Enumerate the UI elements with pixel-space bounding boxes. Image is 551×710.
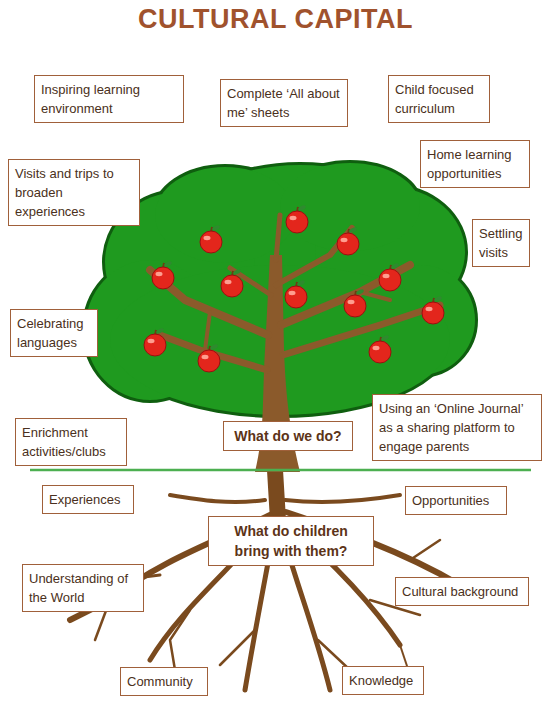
text-box: Cultural background	[395, 577, 529, 606]
branches	[150, 215, 440, 370]
apple	[344, 288, 366, 317]
text-box: Understanding of the World	[22, 564, 144, 612]
text-box: Child focused curriculum	[388, 75, 490, 123]
box-text: Cultural background	[402, 582, 522, 601]
box-text: Community	[127, 672, 201, 691]
box-text: What do we do?	[230, 426, 346, 446]
apple	[200, 224, 222, 253]
root	[170, 610, 190, 670]
text-box: Home learning opportunities	[420, 140, 530, 188]
root	[410, 540, 440, 560]
box-text: Home learning opportunities	[427, 145, 523, 183]
box-text: Visits and trips to broaden experiences	[15, 164, 133, 221]
root	[285, 495, 400, 502]
root	[220, 630, 255, 665]
apple	[369, 334, 391, 363]
text-box: Enrichment activities/clubs	[15, 418, 127, 466]
text-box: Community	[120, 667, 208, 696]
apple	[152, 260, 174, 289]
apple	[379, 262, 401, 291]
box-text: Celebrating languages	[17, 314, 91, 352]
text-box: Inspiring learning environment	[34, 75, 184, 123]
text-box: Complete ‘All about me’ sheets	[220, 79, 348, 127]
question-box: What do we do?	[223, 421, 353, 451]
branch	[360, 292, 390, 300]
text-box: Experiences	[42, 485, 134, 514]
apple	[337, 226, 359, 255]
root	[170, 495, 265, 502]
box-text: Knowledge	[349, 671, 417, 690]
text-box: Settling visits	[472, 219, 530, 267]
text-box: Visits and trips to broaden experiences	[8, 159, 140, 226]
text-box: Opportunities	[405, 486, 507, 515]
title: CULTURAL CAPITAL	[0, 4, 551, 35]
apple	[144, 327, 166, 356]
box-text: Understanding of the World	[29, 569, 137, 607]
box-text: Using an ‘Online Journal’ as a sharing p…	[379, 399, 535, 456]
apple	[198, 343, 220, 372]
box-text: Experiences	[49, 490, 127, 509]
box-text: Opportunities	[412, 491, 500, 510]
box-text: What do children bring with them?	[215, 521, 367, 561]
apple	[221, 268, 243, 297]
apple	[286, 204, 308, 233]
box-text: Child focused curriculum	[395, 80, 483, 118]
box-text: Complete ‘All about me’ sheets	[227, 84, 341, 122]
branch	[276, 215, 280, 260]
text-box: Using an ‘Online Journal’ as a sharing p…	[372, 394, 542, 461]
apple	[285, 279, 307, 308]
box-text: Enrichment activities/clubs	[22, 423, 120, 461]
branch	[205, 312, 210, 350]
canopy-lobe	[155, 167, 295, 263]
box-text: Inspiring learning environment	[41, 80, 177, 118]
question-box: What do children bring with them?	[208, 516, 374, 566]
text-box: Celebrating languages	[10, 309, 98, 357]
canopy-lobe	[155, 167, 295, 263]
text-box: Knowledge	[342, 666, 424, 695]
ground-line	[30, 469, 531, 472]
box-text: Settling visits	[479, 224, 523, 262]
root	[275, 470, 278, 520]
apple	[422, 295, 444, 324]
